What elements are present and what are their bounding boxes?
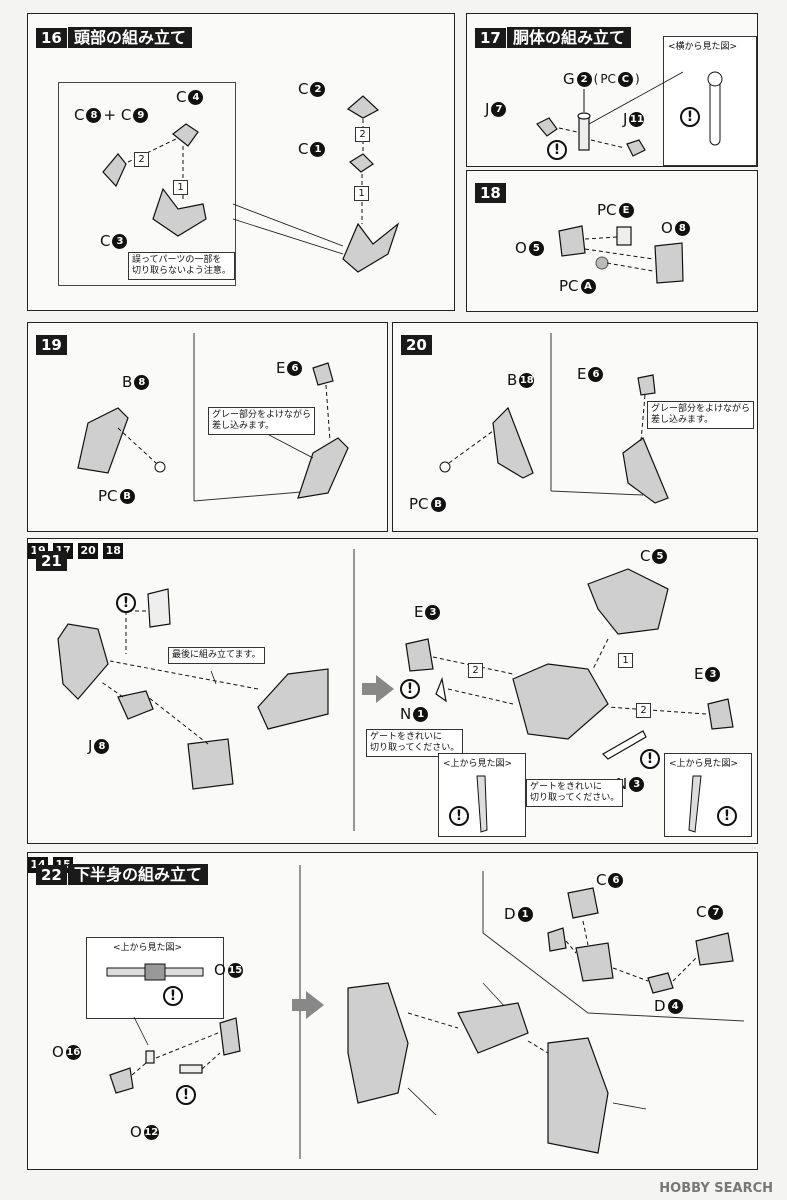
step-17-drawing: [536, 71, 684, 157]
warning-icon: !: [400, 679, 420, 699]
warning-icon: !: [176, 1085, 196, 1105]
instruction-note: グレー部分をよけながら 差し込みます。: [647, 401, 755, 429]
top-view-drawing: [688, 775, 702, 833]
caution-note: 誤ってパーツの一部を 切り取らないよう注意。: [128, 252, 235, 280]
step-20-drawing: [439, 333, 669, 504]
step-21-drawing: [57, 549, 734, 831]
step-number: 17: [475, 28, 506, 48]
sequence-marker: 2: [134, 152, 149, 167]
warning-icon: !: [449, 806, 469, 826]
sequence-marker: 1: [618, 653, 633, 668]
side-view-drawing: [707, 71, 723, 146]
step-title: 下半身の組み立て: [68, 864, 209, 885]
step-number: 22: [36, 865, 67, 885]
instruction-note: 最後に組み立てます。: [168, 647, 265, 664]
step-number: 19: [36, 335, 67, 355]
warning-icon: !: [640, 749, 660, 769]
step-number: 20: [401, 335, 432, 355]
step-21-panel: 21 19 17 20 1: [27, 538, 758, 844]
warning-icon: !: [163, 986, 183, 1006]
top-view-title: <上から見た図>: [669, 759, 739, 769]
step-22-drawing: [109, 865, 745, 1159]
warning-icon: !: [547, 140, 567, 160]
step-16-drawing: [102, 95, 400, 273]
step-title: 胴体の組み立て: [507, 27, 632, 48]
top-view-title: <上から見た図>: [443, 759, 513, 769]
watermark: HOBBY SEARCH: [659, 1181, 773, 1196]
warning-icon: !: [116, 593, 136, 613]
sequence-marker: 1: [173, 180, 188, 195]
step-18-drawing: [558, 225, 684, 284]
step-22-panel: 22 下半身の組み立て <上から見た図> !: [27, 852, 758, 1170]
sequence-marker: 1: [354, 186, 369, 201]
top-view-drawing: [476, 775, 488, 833]
top-view-box-left: <上から見た図> !: [438, 753, 526, 837]
next-arrow-icon: [362, 675, 394, 703]
side-view-box: <横から見た図> !: [663, 36, 757, 166]
top-view-title: <上から見た図>: [113, 943, 183, 953]
side-view-title: <横から見た図>: [668, 42, 738, 52]
next-arrow-icon: [292, 991, 324, 1019]
step-number: 21: [36, 551, 67, 571]
step-ref-18: 18: [103, 542, 124, 559]
sequence-marker: 2: [355, 127, 370, 142]
sequence-marker: 2: [468, 663, 483, 678]
gate-note: ゲートをきれいに 切り取ってください。: [526, 779, 624, 807]
step-ref-20: 20: [78, 542, 99, 559]
step-title: 頭部の組み立て: [68, 27, 193, 48]
warning-icon: !: [717, 806, 737, 826]
top-view-box-right: <上から見た図> !: [664, 753, 752, 837]
top-view-box: <上から見た図> !: [86, 937, 224, 1019]
step-number: 18: [475, 183, 506, 203]
gate-note: ゲートをきれいに 切り取ってください。: [366, 729, 464, 757]
step-number: 16: [36, 28, 67, 48]
step-19-drawing: [77, 333, 349, 502]
top-view-drawing: [106, 963, 204, 981]
sequence-marker: 2: [636, 703, 651, 718]
detail-box: [58, 82, 236, 286]
warning-icon: !: [680, 107, 700, 127]
instruction-note: グレー部分をよけながら 差し込みます。: [208, 407, 316, 435]
